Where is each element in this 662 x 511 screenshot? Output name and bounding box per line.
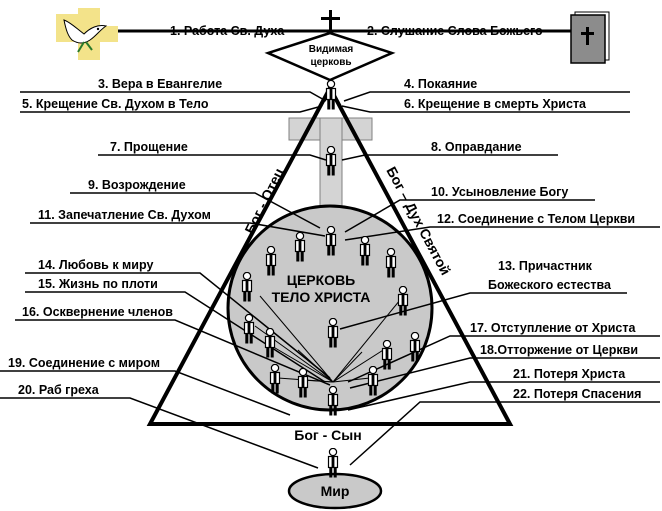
label-18: 18.Отторжение от Церкви: [480, 343, 638, 357]
label-20: 20. Раб греха: [18, 383, 100, 397]
visible-church-line1: Видимая: [309, 44, 354, 55]
label-1: 1. Работа Св. Духа: [170, 24, 285, 38]
cross-icon: [321, 10, 340, 32]
label-6: 6. Крещение в смерть Христа: [404, 97, 587, 111]
label-15: 15. Жизнь по плоти: [38, 277, 158, 291]
visible-church-line2: церковь: [310, 57, 351, 68]
label-10: 10. Усыновление Богу: [431, 185, 568, 199]
label-4: 4. Покаяние: [404, 77, 477, 91]
connection-lines: [254, 295, 401, 383]
label-13b: Божеского естества: [488, 278, 612, 292]
label-9: 9. Возрождение: [88, 178, 186, 192]
dove-icon: [56, 8, 118, 60]
church-title-line2: ТЕЛО ХРИСТА: [272, 289, 371, 305]
label-12: 12. Соединение с Телом Церкви: [437, 212, 635, 226]
label-21: 21. Потеря Христа: [513, 367, 626, 381]
bible-icon: [570, 11, 610, 64]
label-8: 8. Оправдание: [431, 140, 522, 154]
label-2: 2. Слушание Слова Божьего: [367, 24, 543, 38]
label-3: 3. Вера в Евангелие: [98, 77, 222, 91]
label-5: 5. Крещение Св. Духом в Тело: [22, 97, 209, 111]
label-11: 11. Запечатление Св. Духом: [38, 208, 211, 222]
label-13a: 13. Причастник: [498, 259, 593, 273]
label-19: 19. Соединение с миром: [8, 356, 160, 370]
label-16: 16. Осквернение членов: [22, 305, 173, 319]
person-figure: [325, 80, 337, 110]
label-14: 14. Любовь к миру: [38, 258, 153, 272]
god-son-label: Бог - Сын: [294, 427, 361, 443]
label-17: 17. Отступление от Христа: [470, 321, 636, 335]
label-lines: [0, 91, 660, 469]
trinity-triangle: [146, 83, 514, 426]
label-7: 7. Прощение: [110, 140, 188, 154]
world-label: Мир: [321, 483, 350, 499]
label-22: 22. Потеря Спасения: [513, 387, 641, 401]
church-title-line1: ЦЕРКОВЬ: [287, 272, 356, 288]
